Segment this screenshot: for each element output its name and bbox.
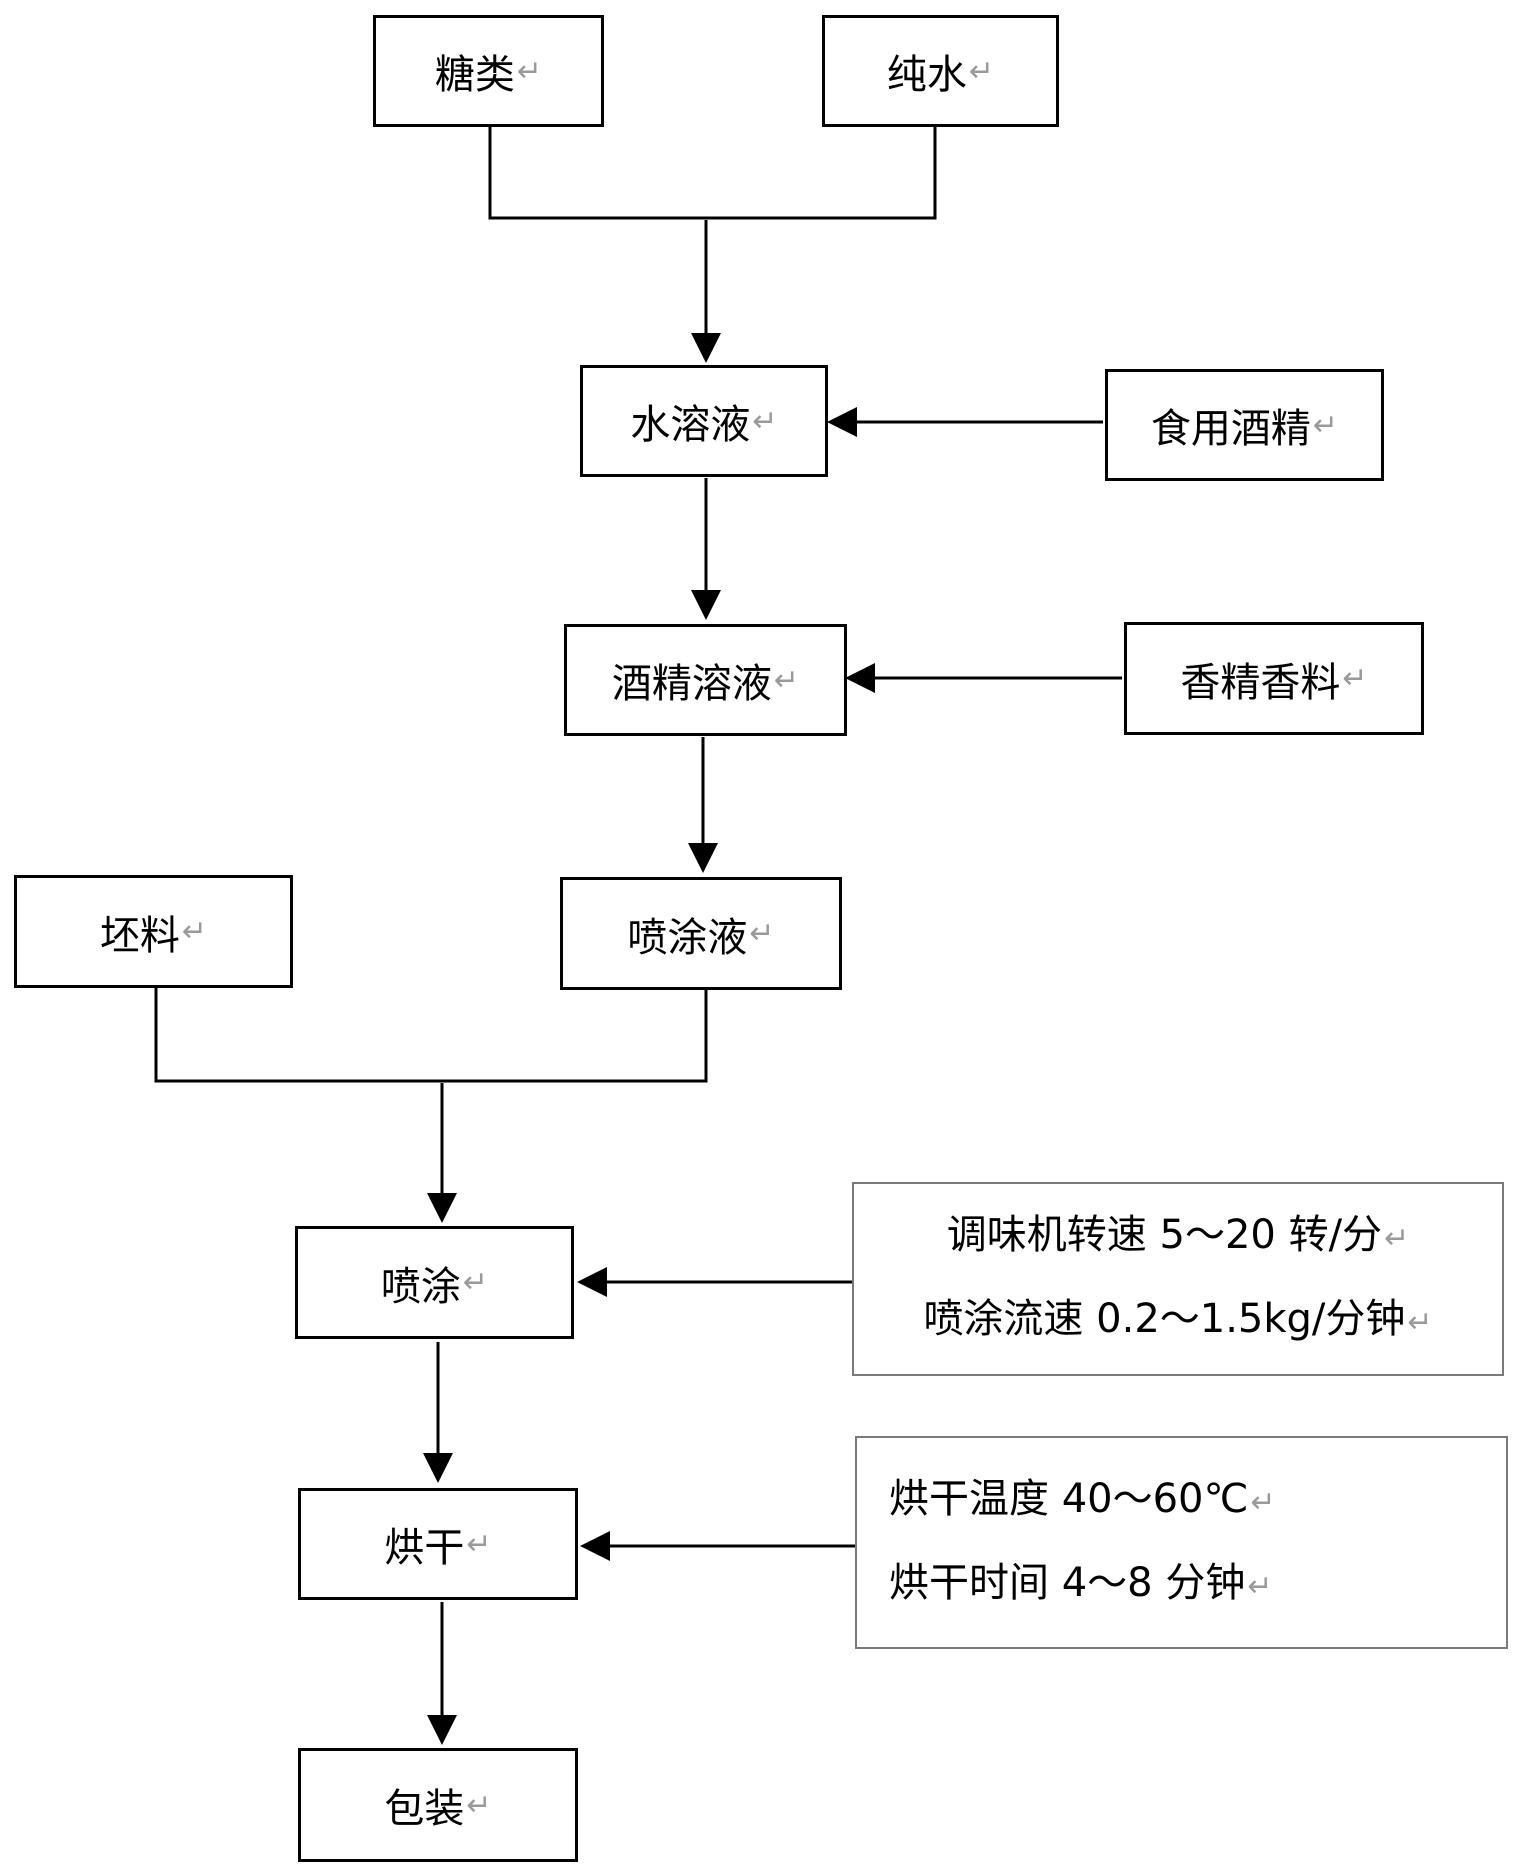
node-label: 喷涂液 [627, 914, 748, 961]
paragraph-mark: ↵ [1342, 661, 1368, 696]
paragraph-mark: ↵ [1250, 1484, 1276, 1520]
paragraph-mark: ↵ [1384, 1221, 1410, 1256]
node-blank-material: 坯料↵ [14, 875, 293, 988]
node-label: 香精香料 [1180, 659, 1341, 706]
paragraph-mark: ↵ [516, 53, 543, 89]
node-pure-water: 纯水↵ [822, 15, 1059, 127]
node-drying: 烘干↵ [298, 1488, 578, 1600]
spraying-speed-text: 调味机转速 5～20 转/分 [946, 1212, 1383, 1258]
note-line: 烘干时间 4～8 分钟↵ [889, 1543, 1272, 1627]
node-label: 水溶液 [630, 402, 751, 448]
node-label: 纯水 [886, 52, 967, 98]
node-packaging: 包装↵ [298, 1748, 578, 1862]
merge-line-blank-spray [154, 988, 708, 1083]
node-label: 食用酒精 [1150, 406, 1311, 452]
node-label: 坯料 [99, 912, 180, 959]
paragraph-mark: ↵ [466, 1787, 492, 1823]
drying-time-text: 烘干时间 4～8 分钟 [889, 1559, 1246, 1606]
node-label: 包装 [384, 1786, 465, 1832]
paragraph-mark: ↵ [181, 914, 208, 949]
paragraph-mark: ↵ [749, 916, 775, 951]
note-line: 喷涂流速 0.2～1.5kg/分钟↵ [923, 1279, 1432, 1363]
paragraph-mark: ↵ [1312, 407, 1339, 443]
node-label: 糖类 [434, 52, 515, 98]
paragraph-mark: ↵ [773, 662, 800, 698]
node-flavor-spice: 香精香料↵ [1124, 622, 1424, 735]
node-label: 喷涂 [380, 1263, 461, 1310]
paragraph-mark: ↵ [1407, 1305, 1433, 1340]
merge-line-sugar-water [488, 127, 937, 220]
paragraph-mark: ↵ [1247, 1568, 1273, 1604]
node-alcohol-solution: 酒精溶液↵ [564, 624, 847, 736]
node-label: 烘干 [384, 1525, 465, 1571]
paragraph-mark: ↵ [752, 403, 778, 439]
node-edible-alcohol: 食用酒精↵ [1105, 369, 1384, 481]
node-spray-liquid: 喷涂液↵ [560, 877, 842, 990]
note-drying-parameters: 烘干温度 40～60℃↵ 烘干时间 4～8 分钟↵ [855, 1436, 1508, 1649]
drying-temperature-text: 烘干温度 40～60℃ [889, 1475, 1249, 1522]
spraying-flow-text: 喷涂流速 0.2～1.5kg/分钟 [923, 1296, 1406, 1342]
paragraph-mark: ↵ [466, 1526, 492, 1562]
node-sugar: 糖类↵ [373, 15, 604, 127]
node-label: 酒精溶液 [611, 661, 772, 707]
node-spraying: 喷涂↵ [295, 1226, 574, 1339]
paragraph-mark: ↵ [968, 53, 995, 89]
note-line: 烘干温度 40～60℃↵ [889, 1459, 1276, 1543]
note-line: 调味机转速 5～20 转/分↵ [947, 1195, 1409, 1279]
paragraph-mark: ↵ [462, 1265, 489, 1300]
note-spraying-parameters: 调味机转速 5～20 转/分↵ 喷涂流速 0.2～1.5kg/分钟↵ [852, 1182, 1504, 1376]
node-aqueous-solution: 水溶液↵ [580, 365, 828, 477]
